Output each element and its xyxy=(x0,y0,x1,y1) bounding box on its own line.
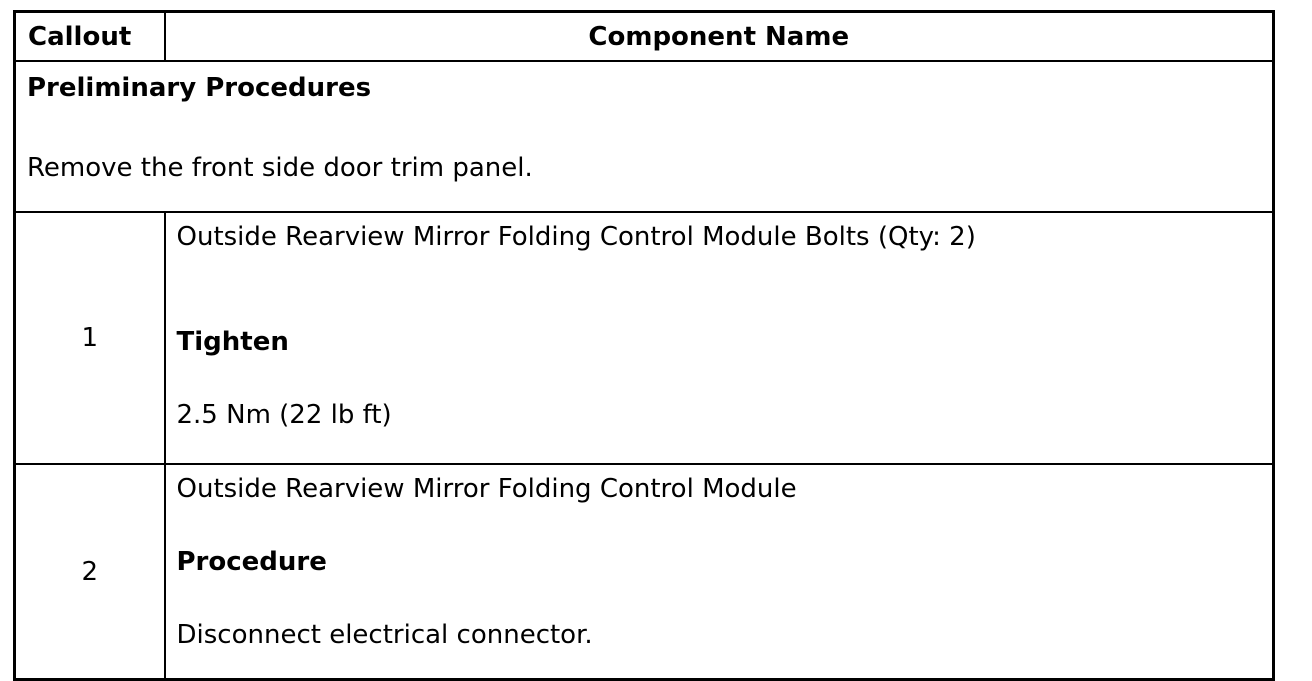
table-row: 1 Outside Rearview Mirror Folding Contro… xyxy=(13,211,1275,465)
callout-number: 1 xyxy=(13,211,166,465)
component-name-column-header: Component Name xyxy=(163,10,1275,62)
action-label: Procedure xyxy=(176,547,327,577)
component-cell: Outside Rearview Mirror Folding Control … xyxy=(163,211,1275,465)
component-name-text: Outside Rearview Mirror Folding Control … xyxy=(176,222,976,252)
component-cell: Outside Rearview Mirror Folding Control … xyxy=(163,463,1275,681)
preliminary-instruction: Remove the front side door trim panel. xyxy=(27,153,533,183)
preliminary-procedures-title: Preliminary Procedures xyxy=(27,73,372,103)
callout-column-header: Callout xyxy=(13,10,166,62)
procedure-instruction: Disconnect electrical connector. xyxy=(176,620,593,650)
action-label: Tighten xyxy=(176,327,289,357)
table-header-row: Callout Component Name xyxy=(13,10,1275,62)
torque-spec: 2.5 Nm (22 lb ft) xyxy=(176,400,392,430)
preliminary-procedures-row: Preliminary Procedures Remove the front … xyxy=(13,60,1275,213)
preliminary-procedures-cell: Preliminary Procedures Remove the front … xyxy=(13,60,1275,213)
callout-number: 2 xyxy=(13,463,166,681)
table-row: 2 Outside Rearview Mirror Folding Contro… xyxy=(13,463,1275,681)
component-name-text: Outside Rearview Mirror Folding Control … xyxy=(176,474,797,504)
component-callout-table: Callout Component Name Preliminary Proce… xyxy=(13,10,1275,681)
